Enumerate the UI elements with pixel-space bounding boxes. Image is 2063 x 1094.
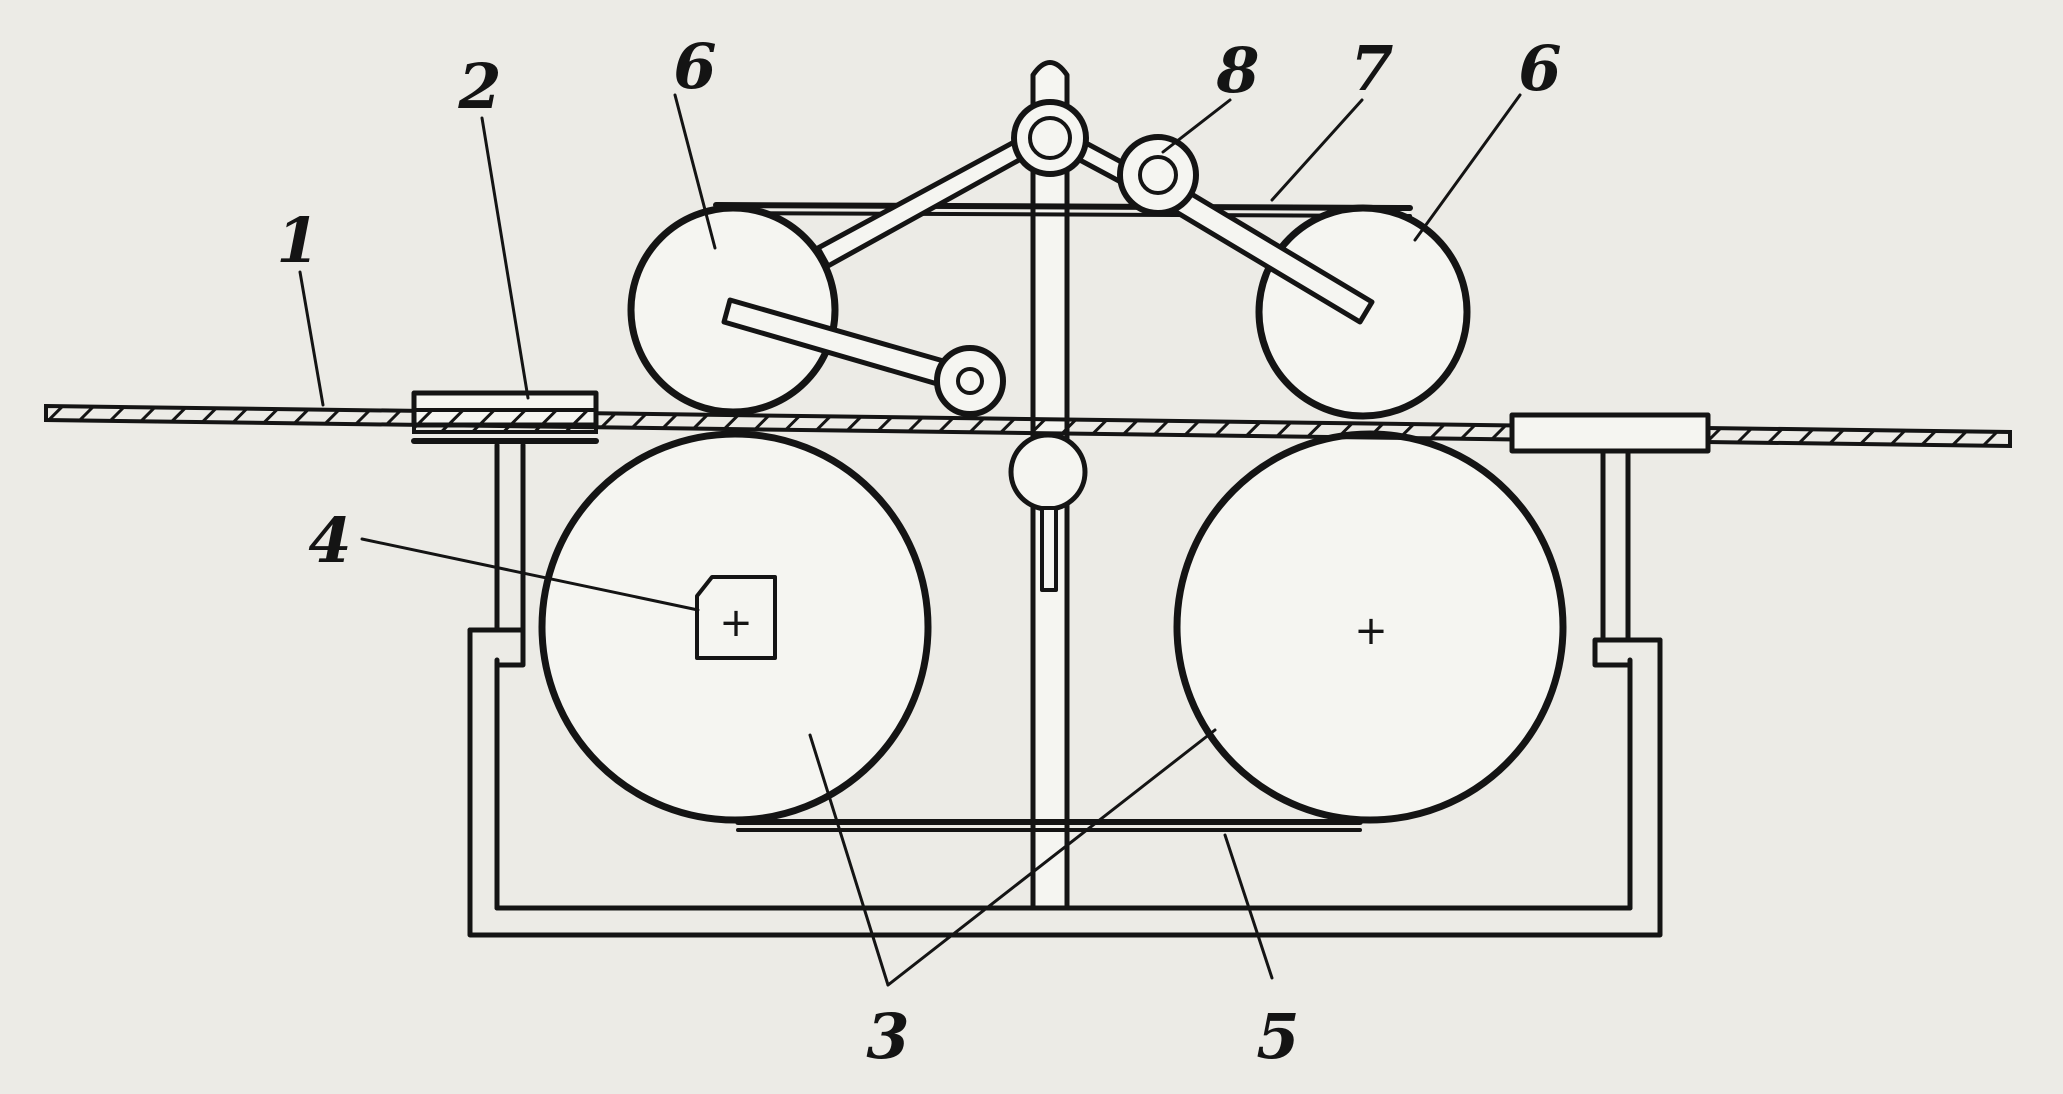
label-cable: 1 — [276, 204, 319, 277]
left-cable-guide — [411, 390, 599, 444]
left-drum-center-mark: + — [719, 600, 753, 646]
right-support-post — [1600, 449, 1631, 643]
label-left-pressure-roller: 6 — [673, 30, 716, 103]
drive-belt — [735, 819, 1363, 832]
left-support-post — [494, 442, 526, 633]
label-drive-drums: 3 — [866, 1000, 909, 1073]
tension-roller — [1117, 134, 1199, 216]
label-drum-mount: 4 — [308, 504, 351, 577]
right-cable-guide — [1509, 412, 1711, 454]
label-tension-roller: 8 — [1215, 34, 1259, 107]
right-drum-center-mark: + — [1354, 608, 1388, 654]
pressure-belt — [713, 202, 1413, 218]
left-pressure-roller — [627, 204, 1006, 417]
left-drive-drum: + — [538, 430, 932, 824]
label-cable-guide: 2 — [457, 50, 501, 123]
leader-lines — [298, 93, 1522, 987]
right-drive-drum: + — [1173, 430, 1567, 824]
label-pressure-belt: 7 — [1350, 32, 1393, 105]
label-right-pressure-roller: 6 — [1518, 32, 1561, 105]
central-post — [1008, 60, 1088, 911]
top-pivot-roller — [1011, 99, 1089, 177]
label-drive-belt: 5 — [1256, 1000, 1299, 1073]
upper-arms — [815, 125, 1143, 269]
